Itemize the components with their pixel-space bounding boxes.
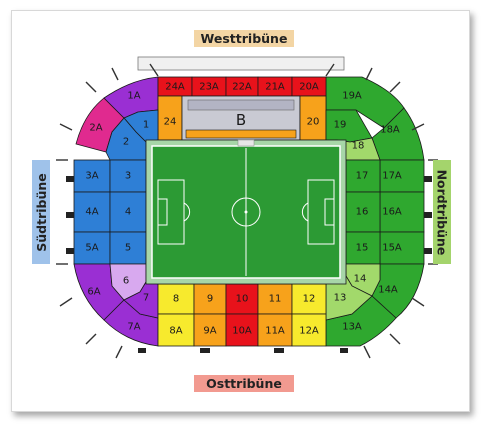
block-label-9A: 9A — [203, 326, 216, 337]
block-label-15A: 15A — [382, 243, 402, 254]
block-label-B: B — [236, 111, 246, 129]
block-label-3: 3 — [125, 171, 131, 182]
block-label-9: 9 — [207, 294, 213, 305]
block-label-5A: 5A — [85, 243, 98, 254]
block-label-13A: 13A — [342, 322, 362, 333]
block-label-16A: 16A — [382, 207, 402, 218]
block-label-19A: 19A — [342, 91, 362, 102]
block-label-20: 20 — [307, 117, 320, 128]
tribune-nord-label: Nordtribüne — [433, 160, 451, 264]
block-label-4: 4 — [125, 207, 131, 218]
block-label-17A: 17A — [382, 171, 402, 182]
tribune-nord-text: Nordtribüne — [434, 169, 450, 255]
centre-spot — [244, 210, 248, 214]
block-shape-24[interactable] — [157, 95, 183, 141]
penalty-arc-right — [301, 202, 309, 222]
block-label-5: 5 — [125, 243, 131, 254]
block-label-19: 19 — [334, 120, 347, 131]
block-shape-4[interactable] — [109, 191, 147, 233]
block-label-13: 13 — [334, 293, 347, 304]
tunnel-top — [237, 139, 255, 147]
block-shape-19A[interactable] — [325, 76, 405, 129]
block-label-6: 6 — [123, 276, 129, 287]
block-shape-9A[interactable] — [193, 313, 227, 347]
block-shape-15[interactable] — [345, 231, 381, 265]
block-shape-3A[interactable] — [73, 159, 111, 193]
block-label-22A: 22A — [232, 82, 252, 93]
block-label-1: 1 — [143, 120, 149, 131]
block-shape-20[interactable] — [299, 95, 327, 141]
block-label-24A: 24A — [165, 82, 185, 93]
block-shape-10A[interactable] — [225, 313, 259, 347]
centre-circle — [231, 197, 261, 227]
block-shape-5A[interactable] — [73, 231, 111, 265]
block-label-6A: 6A — [87, 287, 100, 298]
block-label-16: 16 — [356, 207, 369, 218]
block-label-7: 7 — [143, 293, 149, 304]
block-label-2A: 2A — [89, 123, 102, 134]
stair-icons — [66, 176, 432, 353]
block-label-8: 8 — [173, 294, 179, 305]
block-label-7A: 7A — [127, 322, 140, 333]
block-label-11A: 11A — [265, 326, 285, 337]
block-label-8A: 8A — [169, 326, 182, 337]
goal-area-right — [324, 198, 335, 226]
block-label-11: 11 — [269, 294, 282, 305]
tribune-ost-text: Osttribüne — [206, 376, 282, 391]
block-label-10: 10 — [236, 294, 249, 305]
block-shape-12A[interactable] — [291, 313, 327, 347]
block-label-1A: 1A — [127, 91, 140, 102]
block-label-2: 2 — [123, 137, 129, 148]
block-label-21A: 21A — [265, 82, 285, 93]
block-label-24: 24 — [164, 117, 177, 128]
block-shape-16[interactable] — [345, 191, 381, 233]
boxes-strip — [185, 129, 297, 139]
block-label-10A: 10A — [232, 326, 252, 337]
penalty-arc-left — [183, 202, 191, 222]
block-shape-17[interactable] — [345, 159, 381, 193]
block-label-20A: 20A — [299, 82, 319, 93]
block-label-4A: 4A — [85, 207, 98, 218]
block-shape-11A[interactable] — [257, 313, 293, 347]
block-label-18: 18 — [352, 141, 365, 152]
block-label-18A: 18A — [380, 125, 400, 136]
goal-area-left — [157, 198, 168, 226]
tribune-sued-text: Südtribüne — [33, 172, 49, 252]
tribune-ost-label: Osttribüne — [194, 375, 294, 392]
entrance-markers — [56, 63, 438, 359]
block-shape-8[interactable] — [157, 283, 195, 315]
block-label-17: 17 — [356, 171, 369, 182]
block-label-23A: 23A — [199, 82, 219, 93]
tribune-west-text: Westtribüne — [200, 31, 288, 46]
block-label-14: 14 — [354, 274, 367, 285]
block-label-12A: 12A — [299, 326, 319, 337]
block-label-3A: 3A — [85, 171, 98, 182]
boxes-inner — [187, 99, 295, 111]
block-label-14A: 14A — [378, 285, 398, 296]
block-label-15: 15 — [356, 243, 369, 254]
roof-strip — [137, 56, 345, 71]
tribune-west-label: Westtribüne — [194, 30, 294, 47]
block-label-12: 12 — [303, 294, 316, 305]
tribune-sued-label: Südtribüne — [32, 160, 50, 264]
